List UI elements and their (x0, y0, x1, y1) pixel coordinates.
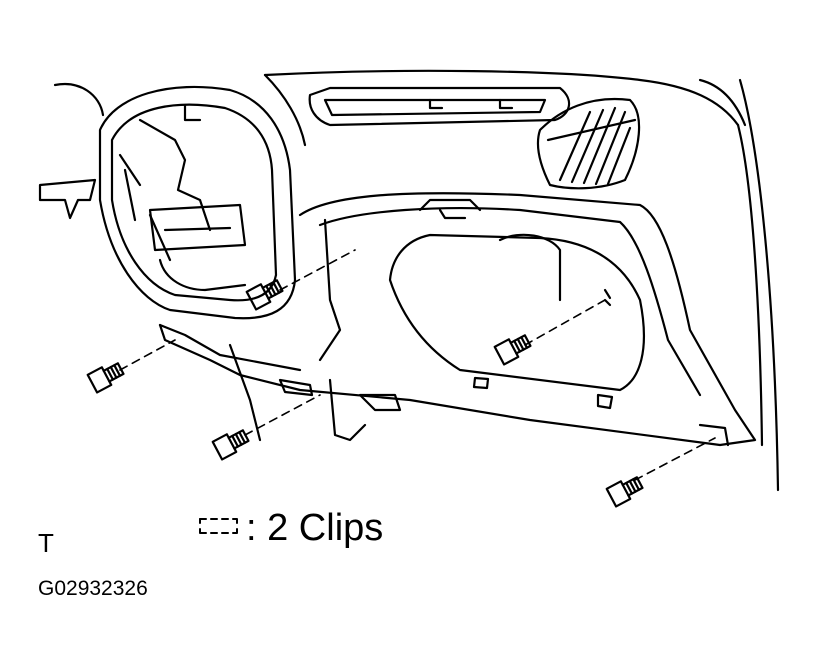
screw-icon (493, 334, 532, 366)
corner-mark: T (38, 528, 54, 558)
clips-legend-text: : 2 Clips (246, 507, 383, 549)
figure-code: G02932326 (38, 577, 148, 600)
clip-symbol-icon (199, 518, 238, 534)
side-bracket (38, 178, 97, 220)
lower-panel (148, 192, 757, 447)
screw-icon (605, 476, 644, 508)
steering-column-opening (98, 85, 297, 320)
screw-icon (245, 279, 284, 311)
screw-guide-lines (119, 249, 716, 481)
screw-icon (86, 362, 125, 394)
screw-icon (211, 429, 250, 461)
center-vent-area (308, 86, 641, 190)
dashboard-outline (53, 69, 780, 492)
